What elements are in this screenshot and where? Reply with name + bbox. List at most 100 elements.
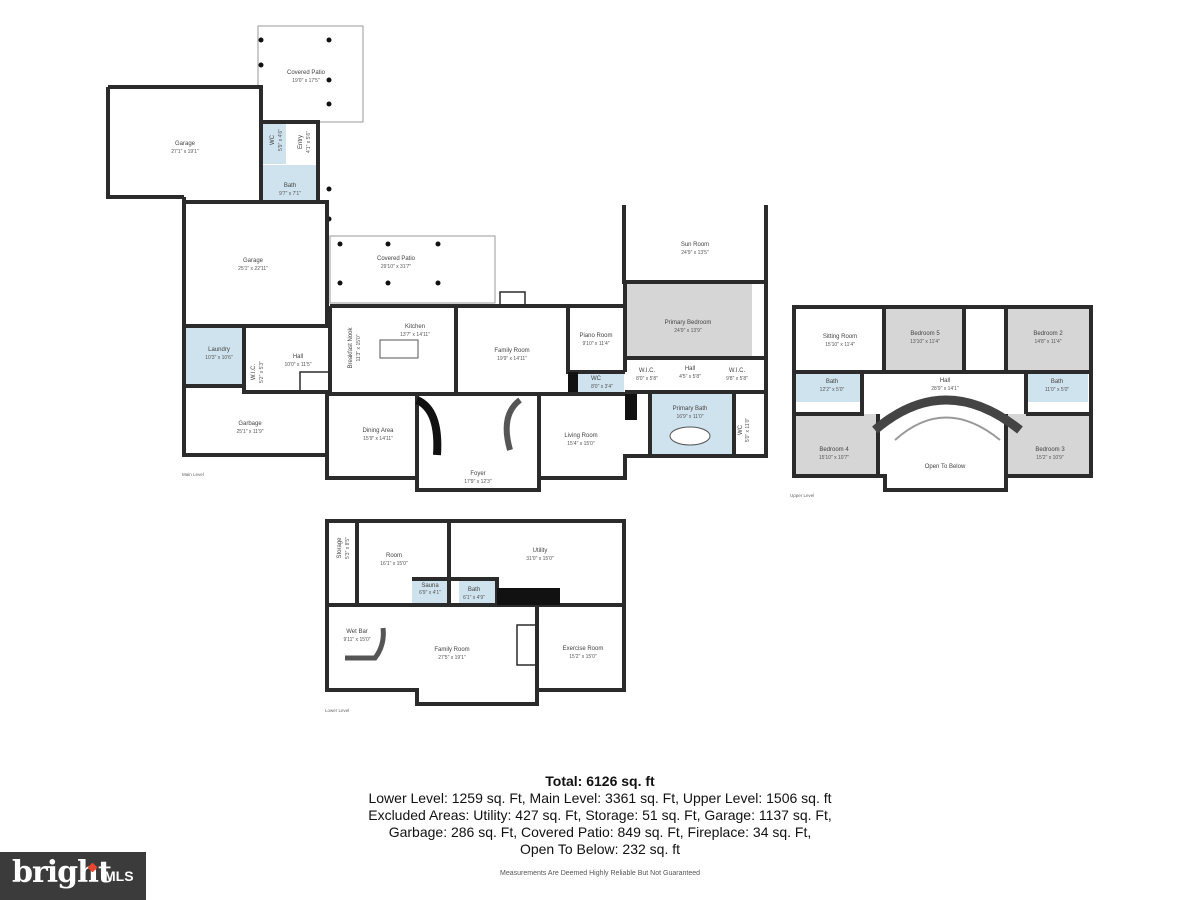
wic-2-name: W.I.C. bbox=[729, 368, 746, 374]
hall-main-name: Hall bbox=[293, 354, 303, 360]
garage-2-area bbox=[184, 202, 327, 324]
primary-wc-name: WC bbox=[738, 424, 744, 435]
room-lower-name: Room bbox=[386, 553, 402, 559]
wc-piano-dim: 8'0" x 3'4" bbox=[591, 384, 613, 390]
covered-patio-top-name: Covered Patio bbox=[287, 70, 326, 76]
primary-bedroom-name: Primary Bedroom bbox=[665, 320, 712, 326]
floor-plan: Covered Patio 19'0" x 17'5" Garage 27'1"… bbox=[106, 25, 1093, 713]
utility-name: Utility bbox=[533, 548, 548, 554]
lower-stairs bbox=[516, 624, 538, 666]
primary-bath-area bbox=[650, 394, 734, 456]
family-room-main-area bbox=[458, 306, 568, 394]
garbage-name: Garbage bbox=[238, 421, 262, 427]
family-room-lower-name: Family Room bbox=[434, 647, 469, 653]
bedroom-4-area bbox=[794, 414, 878, 476]
level-areas: Lower Level: 1259 sq. Ft, Main Level: 33… bbox=[368, 790, 832, 806]
breakfast-nook-dim: 11'3" x 15'0" bbox=[356, 334, 362, 361]
exercise-room-area bbox=[537, 606, 624, 690]
primary-bath-name: Primary Bath bbox=[673, 406, 708, 412]
garage-1-dim: 27'1" x 19'1" bbox=[171, 149, 199, 155]
utility-dim: 31'0" x 15'0" bbox=[526, 556, 554, 562]
piano-room-dim: 9'10" x 11'4" bbox=[582, 341, 609, 347]
storage-name: Storage bbox=[337, 537, 343, 559]
bedroom-4-dim: 15'10" x 10'7" bbox=[819, 455, 849, 461]
bath-up-left-dim: 12'2" x 5'0" bbox=[820, 387, 845, 393]
main-stairs bbox=[299, 291, 637, 456]
wc-piano-area bbox=[578, 372, 624, 392]
bath-lower-dim: 6'1" x 4'9" bbox=[463, 595, 485, 601]
hall-upper-name: Hall bbox=[940, 378, 950, 384]
bedroom-2-name: Bedroom 2 bbox=[1033, 331, 1063, 337]
main-level: Covered Patio 19'0" x 17'5" Garage 27'1"… bbox=[106, 25, 768, 492]
hall-upper-dim: 28'9" x 14'1" bbox=[931, 386, 959, 392]
excluded-areas-line-2: Garbage: 286 sq. Ft, Covered Patio: 849 … bbox=[388, 824, 812, 840]
lower-mechanical-block bbox=[497, 588, 560, 605]
storage-area bbox=[327, 521, 357, 571]
laundry-dim: 10'3" x 10'6" bbox=[205, 355, 233, 361]
wic-1-name: W.I.C. bbox=[639, 368, 656, 374]
bedroom-5-name: Bedroom 5 bbox=[910, 331, 940, 337]
family-room-lower-area bbox=[327, 606, 537, 704]
hall-primary-name: Hall bbox=[685, 366, 695, 372]
primary-bedroom-dim: 24'9" x 13'9" bbox=[674, 328, 702, 334]
wet-bar-counter bbox=[345, 627, 386, 661]
room-lower-dim: 16'1" x 15'0" bbox=[380, 561, 408, 567]
curved-staircase-upper bbox=[872, 395, 1023, 434]
covered-patio-top-area bbox=[257, 25, 364, 123]
wc-main-dim: 5'9" x 4'6" bbox=[278, 129, 284, 151]
bath-up-right-name: Bath bbox=[1051, 379, 1063, 385]
bedroom-2-dim: 14'8" x 11'4" bbox=[1034, 339, 1061, 345]
dining-area bbox=[327, 394, 417, 478]
storage-dim: 5'3" x 8'5" bbox=[345, 537, 351, 559]
laundry-name: Laundry bbox=[208, 347, 230, 353]
foyer-dim: 17'9" x 12'3" bbox=[464, 479, 492, 485]
hall-main-area bbox=[244, 326, 330, 392]
bedroom-3-dim: 15'2" x 10'9" bbox=[1036, 455, 1064, 461]
primary-wc-dim: 5'0" x 11'0" bbox=[745, 418, 751, 442]
bath-lower-area bbox=[459, 579, 497, 605]
logo-suffix: MLS bbox=[104, 868, 134, 884]
garage-2-dim: 25'1" x 22'11" bbox=[238, 266, 268, 272]
dining-area-name: Dining Area bbox=[362, 428, 394, 434]
upper-level: Sitting Room 15'10" x 11'4" Bedroom 5 13… bbox=[790, 305, 1093, 498]
living-room-area bbox=[539, 394, 625, 478]
family-room-main-name: Family Room bbox=[494, 348, 529, 354]
area-summary: Total: 6126 sq. ft Lower Level: 1259 sq.… bbox=[300, 772, 900, 858]
family-room-main-dim: 19'9" x 14'11" bbox=[497, 356, 527, 362]
garbage-dim: 25'1" x 11'9" bbox=[236, 429, 263, 435]
entry-name: Entry bbox=[298, 135, 304, 149]
curved-staircase-upper-inner bbox=[894, 416, 1001, 441]
sauna-dim: 6'9" x 4'1" bbox=[419, 590, 441, 596]
primary-bedroom-area bbox=[625, 282, 752, 358]
covered-patio-mid-area bbox=[329, 235, 496, 304]
primary-wc-area bbox=[734, 394, 766, 456]
measurement-disclaimer: Measurements Are Deemed Highly Reliable … bbox=[500, 870, 700, 877]
garage-2-name: Garage bbox=[243, 258, 264, 264]
patio-posts bbox=[258, 37, 441, 286]
bedroom-2-area bbox=[1006, 307, 1091, 372]
wc-main-area bbox=[262, 122, 286, 164]
kitchen-dim: 13'7" x 14'11" bbox=[400, 332, 430, 338]
entry-dim: 4'1" x 5'6" bbox=[306, 131, 312, 153]
wet-bar-dim: 9'11" x 15'0" bbox=[343, 637, 370, 643]
wc-main-name: WC bbox=[270, 134, 276, 145]
excluded-areas-line-1: Excluded Areas: Utility: 427 sq. Ft, Sto… bbox=[368, 807, 832, 823]
bath-main-name: Bath bbox=[284, 183, 296, 189]
family-room-lower-dim: 27'5" x 19'1" bbox=[438, 655, 466, 661]
bedroom-3-area bbox=[1006, 414, 1091, 476]
bath-up-right-area bbox=[1026, 374, 1088, 402]
hall-primary-dim: 4'5" x 5'8" bbox=[679, 374, 701, 380]
sun-room-area bbox=[624, 205, 766, 281]
covered-patio-mid-name: Covered Patio bbox=[377, 256, 416, 262]
lower-walls bbox=[325, 519, 626, 706]
exercise-room-name: Exercise Room bbox=[563, 646, 604, 652]
sun-room-name: Sun Room bbox=[681, 242, 709, 248]
hall-main-dim: 10'0" x 11'5" bbox=[284, 362, 311, 368]
main-level-label: Main Level bbox=[182, 472, 204, 477]
bath-lower-name: Bath bbox=[468, 587, 480, 593]
piano-room-name: Piano Room bbox=[579, 333, 612, 339]
sitting-room-dim: 15'10" x 11'4" bbox=[825, 342, 855, 348]
wic-laundry-name: W.I.C. bbox=[251, 364, 257, 381]
wic-1-dim: 8'0" x 5'8" bbox=[636, 376, 658, 382]
bedroom-3-name: Bedroom 3 bbox=[1035, 447, 1065, 453]
